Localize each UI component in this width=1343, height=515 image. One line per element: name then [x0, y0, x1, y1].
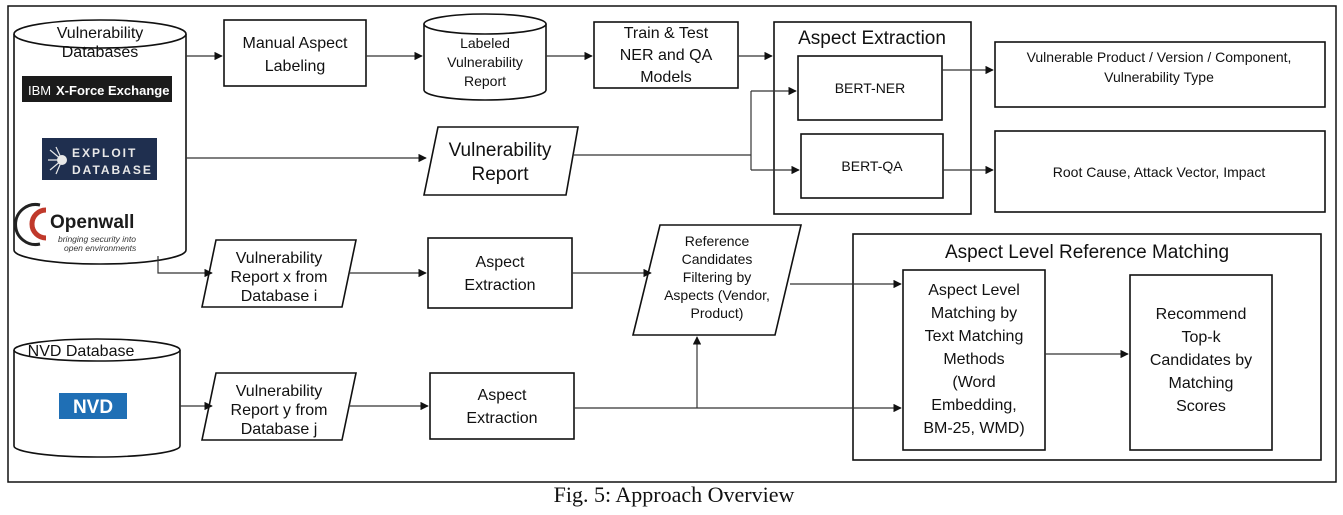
report-x-line-1: Vulnerability: [236, 250, 323, 267]
nvd-logo: NVD: [59, 393, 127, 419]
exploit-logo-line-2: DATABASE: [72, 163, 153, 177]
openwall-logo-name: Openwall: [50, 212, 134, 233]
report-x-line-2: Report x from: [231, 269, 328, 286]
recommend-line-2: Top-k: [1181, 329, 1221, 346]
matching-methods-line-5: (Word: [952, 374, 995, 391]
openwall-tagline-2: open environments: [64, 243, 137, 253]
matching-methods-line-4: Methods: [943, 351, 1004, 368]
matching-methods-line-6: Embedding,: [931, 397, 1016, 414]
ibm-xforce-logo: IBM X-Force Exchange: [22, 76, 172, 102]
ner-output-box: Vulnerable Product / Version / Component…: [994, 41, 1326, 108]
manual-aspect-label-2: Labeling: [265, 58, 326, 75]
reference-filter-line-3: Filtering by: [683, 269, 751, 285]
aspect-extraction-group: Aspect Extraction BERT-NER BERT-QA: [773, 21, 972, 215]
manual-aspect-labeling-box: Manual Aspect Labeling: [223, 19, 367, 87]
matching-methods-box: [902, 269, 1046, 451]
aspect-extraction-2-line-2: Extraction: [466, 410, 537, 427]
vuln-report-line-1: Vulnerability: [449, 140, 552, 161]
labeled-report-line-3: Report: [464, 73, 506, 89]
report-x-parallelogram: Vulnerability Report x from Database i: [201, 239, 357, 308]
figure-caption: Fig. 5: Approach Overview: [554, 482, 795, 507]
bert-qa-box: [800, 133, 944, 199]
manual-aspect-label-1: Manual Aspect: [243, 35, 349, 52]
figure-frame: [7, 5, 1337, 483]
reference-filtering-parallelogram: Reference Candidates Filtering by Aspect…: [631, 224, 803, 336]
bert-ner-box: [797, 55, 943, 121]
aspect-extraction-2-line-1: Aspect: [478, 387, 527, 404]
spider-icon: [48, 146, 67, 175]
vuln-db-title-2: Databases: [62, 44, 139, 61]
aspect-extraction-box-2: Aspect Extraction: [429, 372, 575, 440]
nvd-logo-text: NVD: [73, 397, 113, 418]
qa-output-box: Root Cause, Attack Vector, Impact: [994, 130, 1326, 213]
report-y-line-2: Report y from: [231, 402, 328, 419]
matching-methods-line-3: Text Matching: [925, 328, 1024, 345]
ibm-logo-name: X-Force Exchange: [56, 83, 169, 98]
exploit-database-logo: EXPLOIT DATABASE: [42, 138, 157, 180]
reference-filter-line-1: Reference: [685, 233, 750, 249]
report-y-parallelogram: Vulnerability Report y from Database j: [201, 372, 357, 441]
bert-ner-label: BERT-NER: [835, 80, 906, 96]
reference-filter-line-4: Aspects (Vendor,: [664, 287, 770, 303]
labeled-vulnerability-report-cylinder: Labeled Vulnerability Report: [423, 13, 547, 101]
aspect-extraction-1-line-2: Extraction: [464, 277, 535, 294]
matching-methods-line-7: BM-25, WMD): [923, 420, 1024, 437]
train-test-line-1: Train & Test: [624, 25, 709, 42]
aspect-extraction-group-title: Aspect Extraction: [798, 28, 946, 49]
matching-methods-line-1: Aspect Level: [928, 282, 1020, 299]
vuln-db-title-1: Vulnerability: [57, 25, 144, 42]
bert-qa-label: BERT-QA: [841, 158, 903, 174]
report-y-line-3: Database j: [241, 421, 318, 438]
openwall-tagline-1: bringing security into: [58, 234, 136, 244]
reference-filter-line-2: Candidates: [682, 251, 753, 267]
nvd-db-title: NVD Database: [28, 343, 135, 360]
aspect-extraction-box-1: Aspect Extraction: [427, 237, 573, 309]
report-y-line-1: Vulnerability: [236, 383, 323, 400]
openwall-logo: Openwall bringing security into open env…: [14, 203, 137, 253]
recommend-line-4: Matching: [1169, 375, 1234, 392]
vulnerability-databases-cylinder: Vulnerability Databases IBM X-Force Exch…: [13, 19, 187, 265]
matching-methods-line-2: Matching by: [931, 305, 1017, 322]
recommend-line-1: Recommend: [1156, 306, 1247, 323]
exploit-logo-line-1: EXPLOIT: [72, 146, 137, 160]
reference-matching-title: Aspect Level Reference Matching: [945, 242, 1229, 263]
labeled-report-line-1: Labeled: [460, 35, 510, 51]
train-test-line-2: NER and QA: [620, 47, 713, 64]
vulnerability-report-parallelogram: Vulnerability Report: [423, 126, 579, 196]
nvd-database-cylinder: NVD Database NVD: [13, 338, 181, 458]
reference-matching-group: Aspect Level Reference Matching Aspect L…: [852, 233, 1322, 461]
ibm-logo-prefix: IBM: [28, 83, 51, 98]
ner-output-line-2: Vulnerability Type: [1104, 69, 1214, 85]
ner-output-line-1: Vulnerable Product / Version / Component…: [1027, 49, 1292, 65]
connectors: [157, 51, 1129, 413]
openwall-arc-icon: [29, 207, 47, 241]
train-test-line-3: Models: [640, 69, 692, 86]
vuln-report-line-2: Report: [471, 164, 529, 185]
recommend-line-5: Scores: [1176, 398, 1226, 415]
labeled-report-line-2: Vulnerability: [447, 54, 523, 70]
train-test-models-box: Train & Test NER and QA Models: [593, 21, 739, 89]
recommend-box: [1129, 274, 1273, 451]
reference-filter-line-5: Product): [691, 305, 744, 321]
arrow-db-to-report-x: [157, 256, 213, 278]
recommend-line-3: Candidates by: [1150, 352, 1252, 369]
aspect-extraction-1-line-1: Aspect: [476, 254, 525, 271]
report-x-line-3: Database i: [241, 288, 318, 305]
qa-output-label: Root Cause, Attack Vector, Impact: [1053, 164, 1266, 180]
